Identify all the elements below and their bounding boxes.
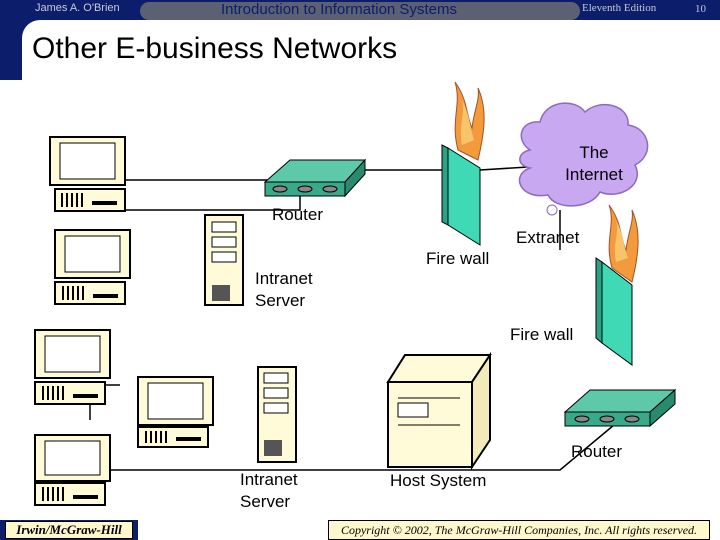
intranet-server-top-label: Intranet Server	[255, 269, 313, 310]
page-title: Other E-business Networks	[32, 32, 398, 65]
router-bottom-label: Router	[571, 442, 623, 461]
author-name: James A. O'Brien	[35, 2, 120, 14]
workstation-1	[49, 136, 126, 212]
fire-wall-right-icon	[595, 204, 639, 366]
host-system-label: Host System	[390, 471, 487, 490]
fire-wall-right-label: Fire wall	[510, 325, 574, 344]
workstation-3	[34, 329, 111, 405]
edition-label: Eleventh Edition	[582, 2, 657, 14]
workstation-4	[137, 376, 214, 448]
header-bar: James A. O'Brien Introduction to Informa…	[0, 0, 720, 80]
internet-cloud-label: The Internet	[565, 143, 623, 184]
copyright-notice: Copyright © 2002, The McGraw-Hill Compan…	[328, 520, 710, 540]
intranet-server-top-icon	[204, 214, 244, 306]
slide-number: 10	[695, 3, 706, 15]
host-system-icon	[386, 351, 492, 471]
workstation-2	[54, 229, 131, 305]
fire-wall-top-label: Fire wall	[426, 249, 490, 268]
course-title: Introduction to Information Systems	[221, 1, 457, 18]
fire-wall-top-icon	[441, 81, 485, 246]
intranet-server-bottom-icon	[257, 366, 297, 463]
network-diagram	[34, 81, 677, 506]
router-top-label: Router	[272, 205, 324, 224]
title-panel	[22, 20, 720, 80]
intranet-server-bottom-label: Intranet Server	[240, 470, 298, 511]
workstation-5	[34, 434, 111, 506]
extranet-label: Extranet	[516, 228, 580, 247]
header-pill	[140, 2, 580, 20]
router-bottom-icon	[563, 388, 677, 428]
router-top-icon	[263, 158, 367, 198]
publisher-badge: Irwin/McGraw-Hill	[5, 521, 133, 539]
internet-cloud-icon	[518, 102, 649, 216]
